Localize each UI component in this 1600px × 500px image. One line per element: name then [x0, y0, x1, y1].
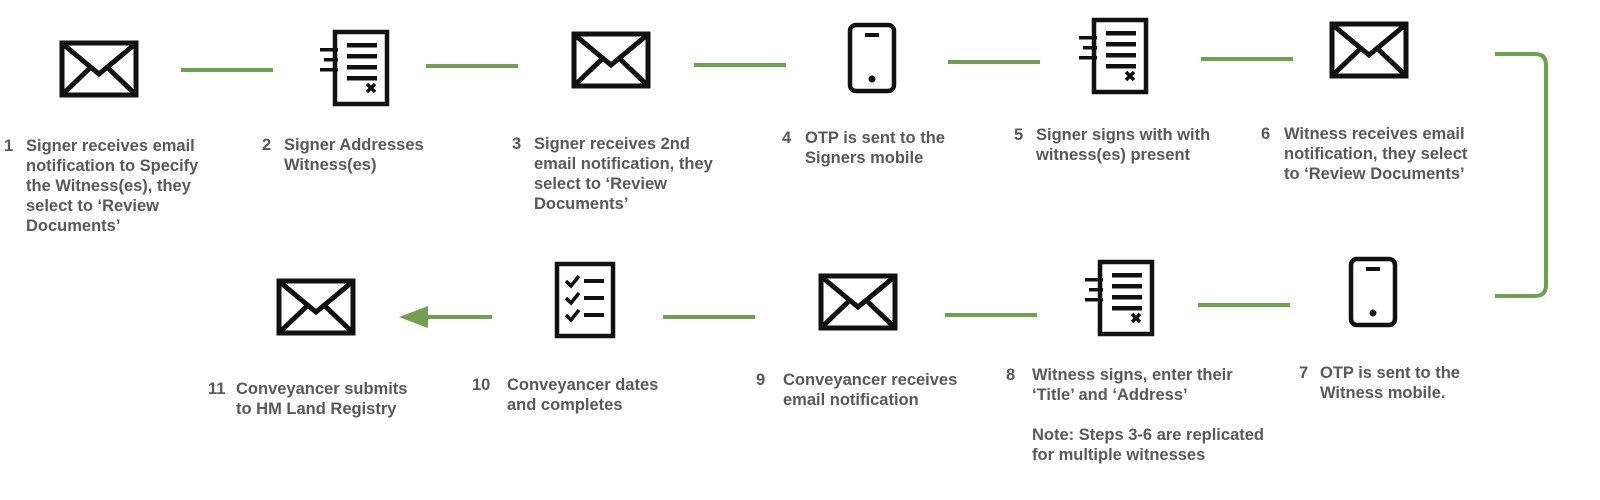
step-9-number: 9	[756, 371, 766, 389]
arrow-head	[399, 306, 428, 328]
step-2-text: Signer Addresses Witness(es)	[284, 136, 424, 174]
connector-6-7-bracket	[1495, 52, 1548, 298]
step-9-text: Conveyancer receives email notification	[783, 371, 958, 409]
document-icon	[1079, 20, 1146, 92]
envelope-icon	[279, 281, 353, 333]
step-10-number: 10	[472, 376, 491, 394]
step-10-text: Conveyancer dates and completes	[507, 376, 659, 414]
phone-icon	[850, 25, 894, 91]
step-1-text: Signer receives email notification to Sp…	[26, 137, 199, 235]
step-6-number: 6	[1261, 125, 1271, 143]
phone-icon	[1351, 259, 1395, 325]
document-icon	[1085, 262, 1152, 334]
step-5-number: 5	[1014, 126, 1024, 144]
step-4-text: OTP is sent to the Signers mobile	[805, 129, 945, 167]
step-3-number: 3	[512, 135, 522, 153]
step-5-text: Signer signs with with witness(es) prese…	[1036, 126, 1211, 164]
step-8-number: 8	[1006, 366, 1016, 384]
step-1-number: 1	[4, 137, 14, 155]
step-8-text: Witness signs, enter their ‘Title’ and ‘…	[1032, 366, 1264, 464]
step-3-text: Signer receives 2nd email notification, …	[534, 135, 713, 213]
envelope-icon	[574, 34, 648, 86]
document-icon	[320, 32, 387, 104]
step-11-number: 11	[208, 380, 226, 398]
envelope-icon	[1332, 24, 1406, 76]
step-7-text: OTP is sent to the Witness mobile.	[1320, 364, 1460, 402]
step-11-text: Conveyancer submits to HM Land Registry	[236, 380, 408, 418]
step-7-number: 7	[1299, 364, 1309, 382]
step-2-number: 2	[262, 136, 272, 154]
step-6-text: Witness receives email notification, the…	[1284, 125, 1468, 183]
step-4-number: 4	[782, 129, 792, 147]
envelope-icon	[62, 43, 136, 95]
envelope-icon	[821, 276, 895, 328]
checklist-icon	[557, 264, 613, 336]
